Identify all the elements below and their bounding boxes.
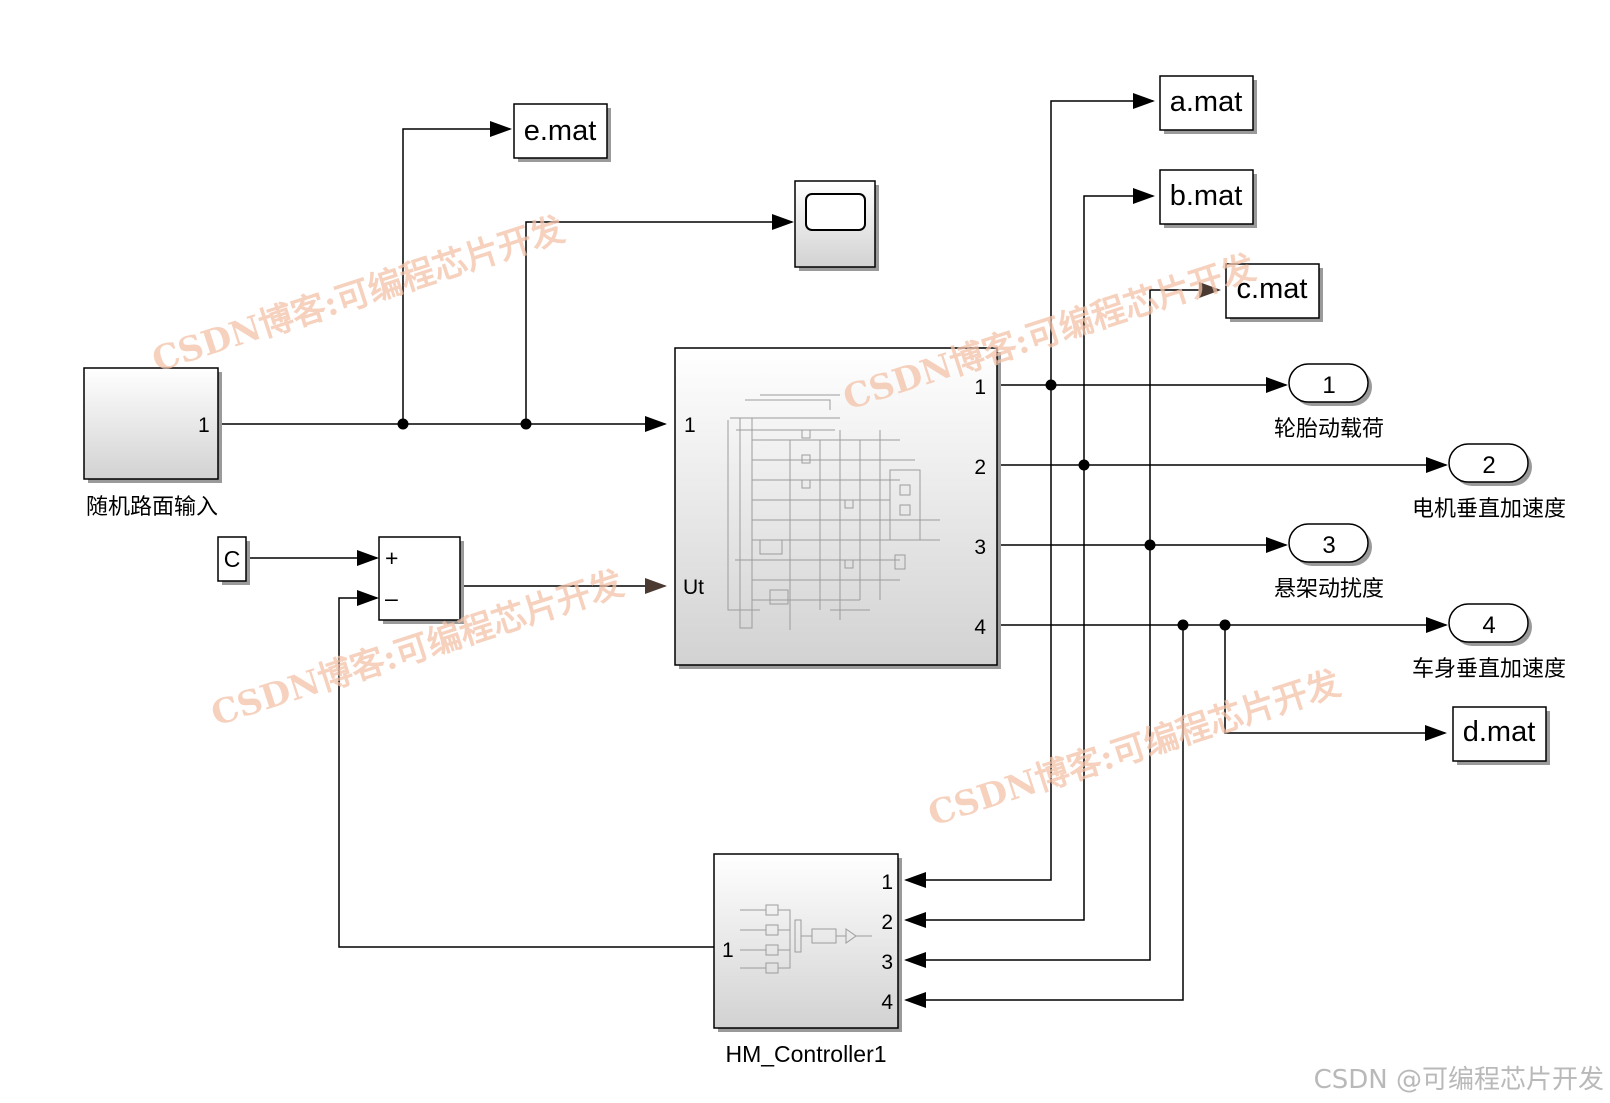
to-file-a[interactable]: a.mat	[1159, 75, 1257, 134]
line-branch-to-scope	[525, 214, 794, 424]
sum-plus-sign: +	[385, 545, 398, 571]
line-out3-to-ctrl3	[904, 545, 1151, 968]
controller-out1: 1	[722, 939, 734, 962]
to-file-d-label: d.mat	[1463, 716, 1536, 748]
scope-icon	[805, 193, 866, 231]
subsystem-out4: 4	[974, 616, 986, 639]
to-file-e-label: e.mat	[524, 115, 597, 147]
watermark-text: CSDN博客:可编程芯片开发	[147, 209, 569, 380]
line-controller-to-sum	[338, 590, 714, 948]
outport-4-caption: 车身垂直加速度	[1412, 657, 1566, 682]
sum-block[interactable]: + –	[378, 536, 464, 624]
to-file-e[interactable]: e.mat	[513, 103, 611, 162]
line-out2-to-ctrl2	[904, 465, 1085, 928]
subsystem-in-ut: Ut	[683, 576, 704, 599]
outport-1-caption: 轮胎动载荷	[1274, 417, 1384, 442]
line-out1-to-amat	[1050, 93, 1155, 385]
random-road-block[interactable]: 1	[83, 367, 222, 483]
outport-4-num: 4	[1482, 612, 1495, 639]
controller-caption: HM_Controller1	[725, 1041, 886, 1067]
outport-1[interactable]: 1	[1288, 363, 1372, 406]
outport-3-caption: 悬架动扰度	[1274, 577, 1384, 602]
junction-dots	[397, 379, 1231, 631]
line-out3-to-cmat	[1149, 282, 1221, 545]
controller-in4: 4	[881, 991, 893, 1014]
controller-preview-icon	[740, 904, 872, 974]
subsystem-out3: 3	[974, 536, 986, 559]
line-branch-to-emat	[402, 121, 512, 424]
junction-dot	[520, 418, 532, 430]
watermark-text: CSDN博客:可编程芯片开发	[838, 247, 1260, 418]
controller-in1: 1	[881, 871, 893, 894]
controller-in2: 2	[881, 911, 893, 934]
random-road-out-port: 1	[198, 414, 210, 437]
outport-2[interactable]: 2	[1448, 443, 1532, 486]
subsystem-preview-icon	[727, 394, 940, 630]
junction-dot	[1045, 379, 1057, 391]
to-file-d[interactable]: d.mat	[1452, 706, 1550, 765]
subsystem-in1: 1	[684, 414, 696, 437]
line-out4-to-ctrl4	[904, 625, 1184, 1008]
subsystem-out2: 2	[974, 456, 986, 479]
line-out4-to-dmat	[1224, 625, 1447, 741]
outport-1-num: 1	[1322, 372, 1335, 399]
to-file-b[interactable]: b.mat	[1159, 169, 1257, 228]
sum-minus-sign: –	[385, 585, 398, 611]
vehicle-subsystem-block[interactable]: 1 Ut 1 2 3 4	[674, 347, 1001, 669]
line-out2-to-bmat	[1083, 188, 1155, 465]
constant-label: C	[224, 546, 241, 572]
junction-dot	[1177, 619, 1189, 631]
scope-block[interactable]	[794, 180, 879, 271]
outport-3[interactable]: 3	[1288, 523, 1372, 566]
random-road-caption: 随机路面输入	[86, 495, 218, 520]
outport-2-caption: 电机垂直加速度	[1412, 497, 1566, 522]
controller-block[interactable]: 1 1 2 3 4	[713, 853, 902, 1032]
to-file-c[interactable]: c.mat	[1225, 263, 1323, 322]
signal-lines	[220, 93, 1448, 1008]
subsystem-out1: 1	[974, 376, 986, 399]
outport-4[interactable]: 4	[1448, 603, 1532, 646]
junction-dot	[1078, 459, 1090, 471]
to-file-b-label: b.mat	[1170, 180, 1243, 212]
watermark-text: CSDN博客:可编程芯片开发	[923, 663, 1345, 834]
outport-2-num: 2	[1482, 452, 1495, 479]
controller-in3: 3	[881, 951, 893, 974]
footer-credit: CSDN @可编程芯片开发	[1314, 1065, 1604, 1095]
junction-dot	[1219, 619, 1231, 631]
to-file-c-label: c.mat	[1237, 273, 1308, 305]
outport-3-num: 3	[1322, 532, 1335, 559]
line-out1-to-ctrl1	[904, 385, 1052, 888]
constant-block[interactable]: C	[217, 536, 250, 585]
to-file-a-label: a.mat	[1170, 86, 1243, 118]
junction-dot	[1144, 539, 1156, 551]
junction-dot	[397, 418, 409, 430]
